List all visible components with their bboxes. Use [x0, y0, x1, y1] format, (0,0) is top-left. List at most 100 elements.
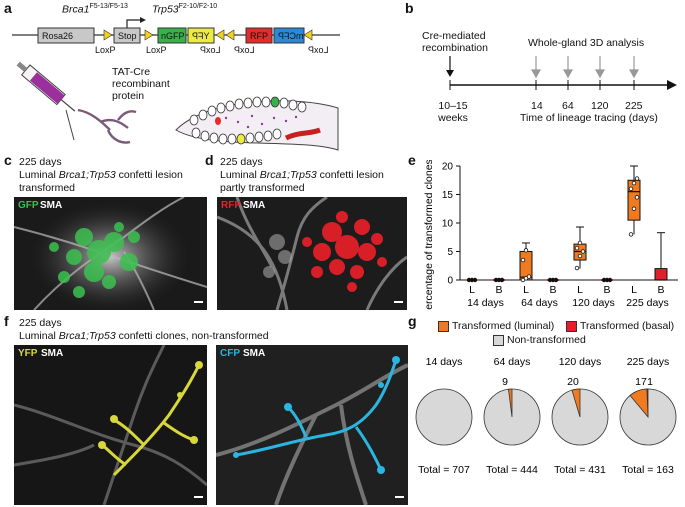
- panel-f-title: Luminal Brca1;Trp53 confetti clones, non…: [19, 330, 269, 342]
- panel-d-stain-sma: SMA: [243, 200, 266, 211]
- tick-120: 120: [591, 100, 609, 112]
- box-point: [607, 277, 613, 283]
- panel-d-image: RFP SMA: [217, 197, 407, 310]
- box-point: [631, 206, 637, 211]
- loxp-label-1: LoxP: [95, 45, 116, 55]
- box-point: [499, 277, 505, 283]
- loxp-label-2: LoxP: [146, 45, 167, 55]
- pie-day-label: 64 days: [494, 356, 531, 368]
- stop-label: Stop: [118, 31, 137, 41]
- legend-luminal: Transformed (luminal): [452, 320, 555, 332]
- pie-total-label: Total = 431: [554, 464, 606, 476]
- box-point: [577, 240, 583, 246]
- panel-e-label: e: [408, 152, 416, 168]
- panel-c-title-line2: transformed: [19, 182, 76, 194]
- rfp-label: RFP: [250, 31, 268, 41]
- panel-c-stain-gfp: GFP: [18, 200, 39, 211]
- loxp-label-4: LoxP: [234, 45, 255, 55]
- panel-f-left-stain-sma: SMA: [41, 348, 64, 359]
- allele1-label: Brca1F5-13/F5-13: [62, 3, 128, 16]
- xtick-label-L: L: [577, 284, 583, 296]
- panel-d-label: d: [205, 152, 214, 168]
- timeline-axis-label: Time of lineage tracing (days): [520, 112, 658, 124]
- panel-d-days: 225 days: [220, 156, 263, 168]
- legend-swatch-nontransformed: [493, 335, 504, 346]
- box-point: [520, 257, 526, 263]
- xtick-label-L: L: [469, 284, 475, 296]
- pie-luminal-count: 20: [567, 376, 579, 388]
- rosa26-label: Rosa26: [42, 31, 74, 41]
- pie-nontransformed: [415, 388, 473, 446]
- yfp-label: YFP: [192, 31, 210, 41]
- box-point: [631, 180, 637, 186]
- ytick-label: 15: [442, 190, 454, 201]
- box-point: [577, 253, 583, 259]
- box-point: [472, 277, 478, 283]
- timeline: [446, 56, 677, 90]
- group-label: 120 days: [572, 297, 615, 309]
- construct-diagram: [12, 17, 340, 151]
- xtick-label-L: L: [523, 284, 529, 296]
- legend-nontransformed: Non-transformed: [507, 334, 586, 346]
- box-point: [574, 245, 580, 251]
- box-point: [628, 232, 634, 237]
- pie-luminal-count: 9: [502, 376, 508, 388]
- pie-day-label: 120 days: [559, 356, 602, 368]
- tick-start: 10–15 weeks: [438, 100, 468, 124]
- xtick-label-B: B: [495, 284, 502, 296]
- event2-label: Whole-gland 3D analysis: [528, 37, 645, 49]
- box-point: [634, 195, 640, 200]
- panel-f-left-image: YFP SMA: [14, 345, 207, 505]
- pie-total-label: Total = 444: [486, 464, 538, 476]
- xtick-label-L: L: [631, 284, 637, 296]
- panel-a-label: a: [4, 0, 12, 16]
- tat-cre-label: TAT-Cre recombinant protein: [112, 66, 170, 102]
- pie-luminal-count: 17: [635, 376, 647, 388]
- box-point: [553, 277, 559, 283]
- panel-f-left-micrograph: [14, 345, 207, 505]
- panel-f-stain-yfp: YFP: [18, 348, 38, 359]
- box-point: [628, 186, 634, 191]
- panel-c-stain-sma: SMA: [40, 200, 63, 211]
- event1-label: Cre-mediated recombination: [422, 30, 488, 54]
- box-point: [580, 249, 586, 254]
- tick-14: 14: [531, 100, 543, 112]
- legend-swatch-luminal: [438, 321, 449, 332]
- panel-f-right-stain-sma: SMA: [243, 348, 266, 359]
- allele2-label: Trp53F2-10/F2-10: [152, 3, 218, 16]
- ytick-label: 10: [442, 219, 454, 230]
- box-point: [574, 265, 580, 271]
- tick-225: 225: [625, 100, 643, 112]
- panel-f-label: f: [4, 313, 9, 329]
- pie-basal-count: 1: [647, 376, 653, 388]
- group-label: 14 days: [467, 297, 504, 309]
- panel-e-chart: Percentage of transformed clones 0510152…: [423, 160, 678, 310]
- pie-luminal-slice: [507, 388, 513, 418]
- loxp-label-3: LoxP: [200, 45, 221, 55]
- pie-day-label: 14 days: [426, 356, 463, 368]
- xtick-label-B: B: [603, 284, 610, 296]
- panel-c-image: GFP SMA: [14, 197, 207, 310]
- panel-c-label: c: [4, 152, 12, 168]
- mcfp-label: mCFP: [278, 31, 304, 41]
- panel-g-label: g: [408, 313, 417, 329]
- box-body: [654, 268, 668, 281]
- group-label: 225 days: [626, 297, 669, 309]
- ytick-label: 0: [447, 276, 453, 287]
- legend-basal: Transformed (basal): [580, 320, 675, 332]
- panel-c-title: Luminal Brca1;Trp53 confetti lesion: [19, 169, 183, 181]
- panel-f-right-image: CFP SMA: [216, 345, 408, 505]
- box-point: [634, 176, 640, 181]
- pie-day-label: 225 days: [627, 356, 670, 368]
- ytick-label: 20: [442, 162, 454, 173]
- ngfp-label: nGFP: [161, 31, 185, 41]
- loxp-label-5: LoxP: [308, 45, 329, 55]
- box-body: [627, 179, 641, 221]
- pie-total-label: Total = 707: [418, 464, 470, 476]
- xtick-label-B: B: [549, 284, 556, 296]
- legend-swatch-basal: [566, 321, 577, 332]
- panel-f-days: 225 days: [19, 317, 62, 329]
- xtick-label-B: B: [657, 284, 664, 296]
- panel-b-label: b: [405, 0, 414, 16]
